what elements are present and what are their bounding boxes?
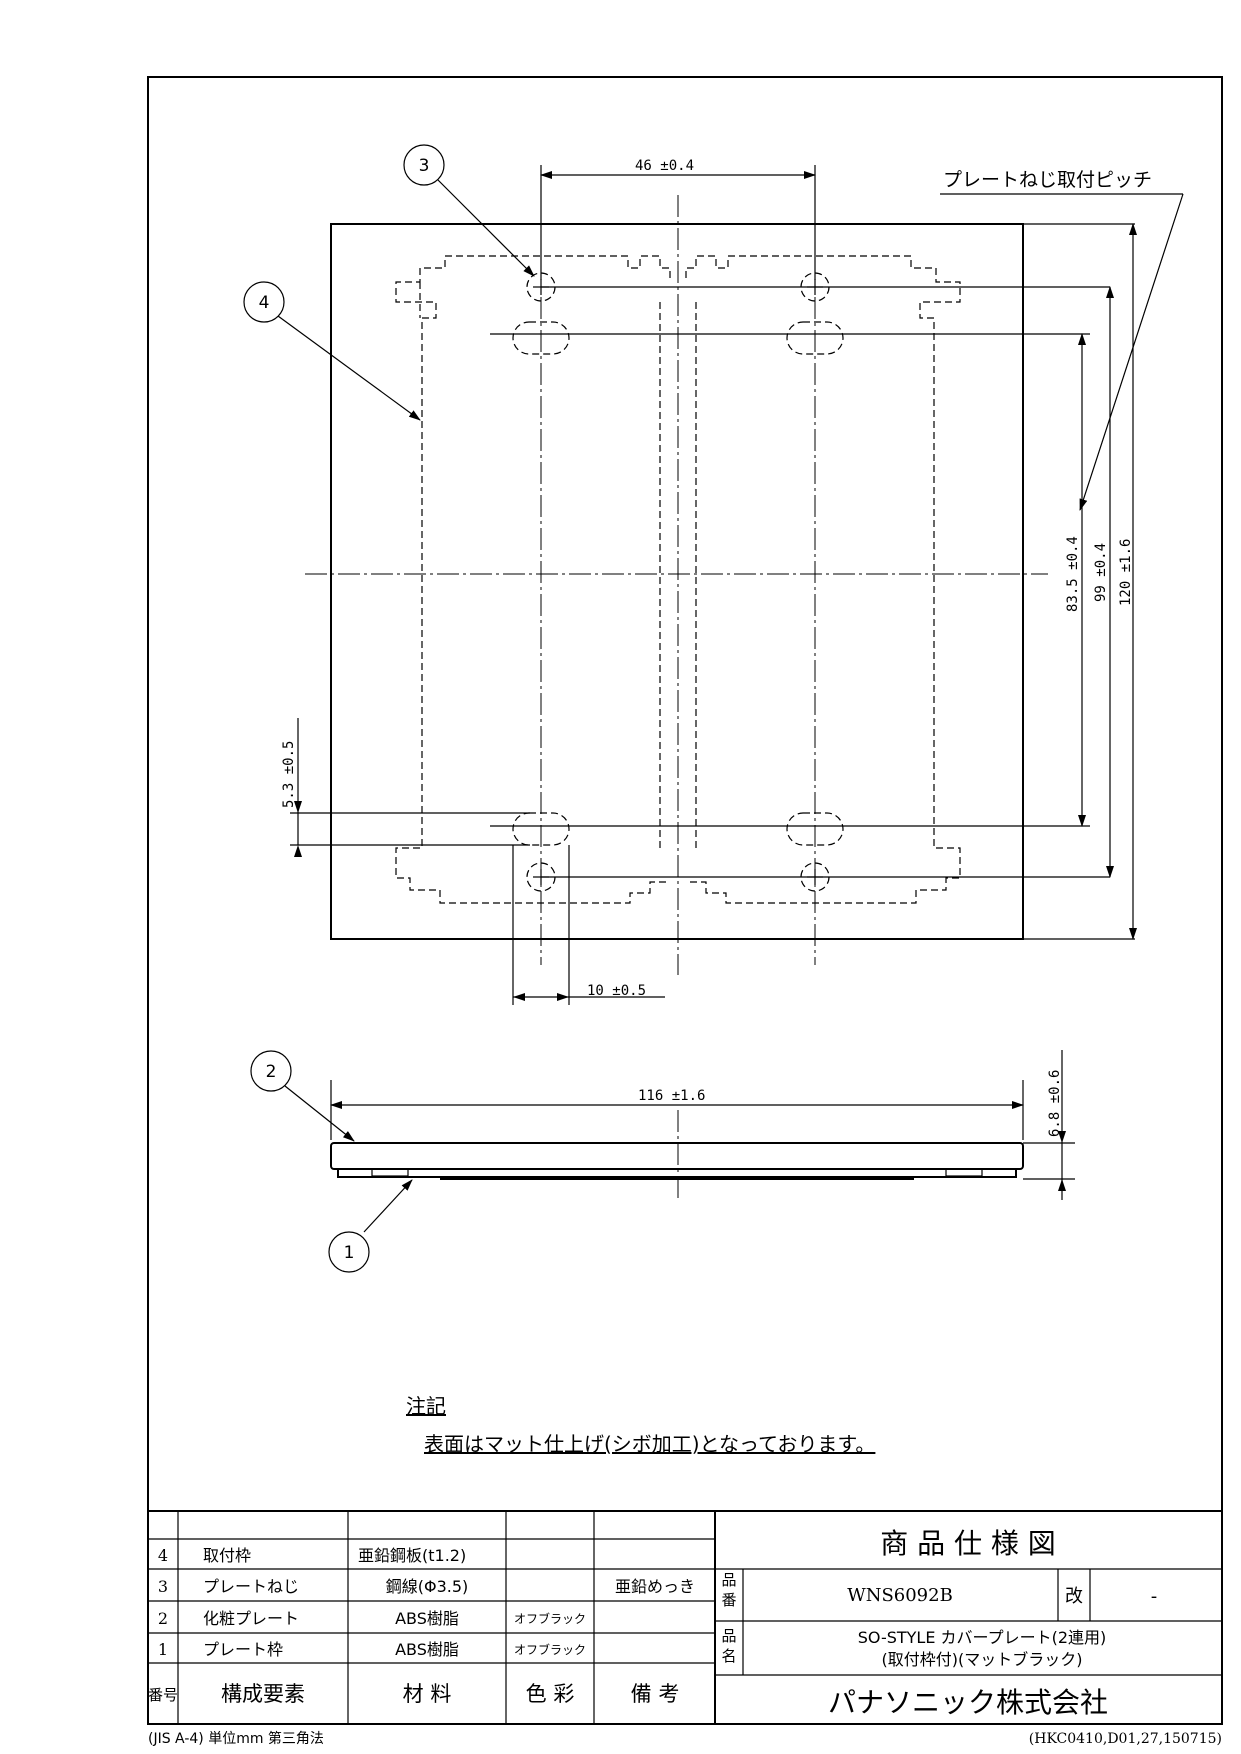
- side-view: [330, 1050, 1075, 1200]
- row-3-no: 3: [158, 1577, 168, 1596]
- part-number-label-1: 品: [721, 1571, 736, 1589]
- title-block: 商 品 仕 様 図 品 番 WNS6092B 改 - 品 名 SO-STYLE …: [721, 1527, 1157, 1719]
- header-component: 構成要素: [221, 1682, 305, 1706]
- balloon-2: [250, 1050, 292, 1092]
- parts-rows: 4 取付枠 亜鉛鋼板(t1.2) 3 プレートねじ 鋼線(Φ3.5) 亜鉛めっき…: [158, 1546, 695, 1659]
- row-3-name: プレートねじ: [203, 1577, 299, 1596]
- parts-table-grid: [148, 1510, 1222, 1724]
- footer-right: (HKC0410,D01,27,150715): [1029, 1731, 1222, 1747]
- mounting-frame-right: [685, 255, 961, 904]
- header-remarks: 備 考: [631, 1682, 680, 1706]
- company-name: パナソニック株式会社: [828, 1686, 1108, 1719]
- balloon-3-number: 3: [419, 156, 430, 176]
- dim-99: 99 ±0.4: [1093, 543, 1109, 602]
- row-2-name: 化粧プレート: [203, 1609, 299, 1628]
- front-view: [290, 165, 1137, 1005]
- balloon-4: [243, 281, 285, 323]
- footer-left: (JIS A-4) 単位mm 第三角法: [148, 1730, 324, 1747]
- balloon-2-number: 2: [266, 1062, 277, 1082]
- row-4-no: 4: [158, 1546, 168, 1565]
- row-2-no: 2: [158, 1609, 168, 1628]
- dim-116: 116 ±1.6: [638, 1088, 705, 1104]
- row-2-color: オフブラック: [514, 1611, 586, 1626]
- parts-header: 番号 構成要素 材 料 色 彩 備 考: [148, 1682, 679, 1706]
- slot-bottom-right: [786, 812, 844, 846]
- row-3-material: 鋼線(Φ3.5): [386, 1577, 469, 1596]
- screw-pitch-callout: プレートねじ取付ピッチ: [943, 169, 1152, 191]
- dim-120: 120 ±1.6: [1118, 539, 1134, 606]
- row-1-material: ABS樹脂: [395, 1640, 459, 1659]
- row-4-material: 亜鉛鋼板(t1.2): [358, 1546, 466, 1565]
- product-name-label-1: 品: [721, 1627, 736, 1645]
- mounting-frame-left: [395, 255, 671, 904]
- header-number: 番号: [148, 1686, 178, 1704]
- dim-6-8: 6.8 ±0.6: [1047, 1070, 1063, 1137]
- dim-46: 46 ±0.4: [635, 158, 694, 174]
- cover-plate-side: [330, 1142, 1024, 1170]
- balloon-3-leader: [437, 179, 535, 277]
- balloon-4-leader: [277, 315, 421, 421]
- slot-bottom-left: [512, 812, 570, 846]
- row-2-material: ABS樹脂: [395, 1609, 459, 1628]
- dim-10: 10 ±0.5: [587, 983, 646, 999]
- revision-label: 改: [1065, 1586, 1083, 1607]
- product-name-line1: SO-STYLE カバープレート(2連用): [858, 1628, 1107, 1647]
- balloon-2-leader: [284, 1085, 355, 1142]
- product-name-label-2: 名: [721, 1647, 736, 1665]
- product-name-line2: (取付枠付)(マットブラック): [882, 1650, 1083, 1669]
- part-number-label-2: 番: [721, 1591, 736, 1609]
- slot-top-right: [786, 321, 844, 355]
- header-material: 材 料: [403, 1682, 452, 1706]
- row-1-name: プレート枠: [203, 1640, 283, 1659]
- slot-top-left: [512, 321, 570, 355]
- dim-83-5: 83.5 ±0.4: [1065, 536, 1081, 612]
- dim-5-3: 5.3 ±0.5: [281, 741, 297, 808]
- spec-title: 商 品 仕 様 図: [880, 1527, 1056, 1560]
- notes-heading: 注記: [406, 1394, 446, 1418]
- balloon-1: [328, 1231, 370, 1273]
- header-color: 色 彩: [526, 1682, 575, 1706]
- revision-value: -: [1151, 1586, 1158, 1607]
- row-4-name: 取付枠: [203, 1546, 251, 1565]
- notes-text: 表面はマット仕上げ(シボ加工)となっております。: [424, 1432, 875, 1456]
- row-3-remark: 亜鉛めっき: [615, 1577, 695, 1596]
- balloon-1-leader: [363, 1179, 413, 1233]
- plate-outline: [330, 223, 1024, 940]
- row-1-no: 1: [158, 1640, 168, 1659]
- balloon-3: [403, 144, 445, 186]
- row-1-color: オフブラック: [514, 1642, 586, 1657]
- plate-frame-side: [337, 1169, 1017, 1178]
- balloon-4-number: 4: [259, 293, 270, 313]
- part-number: WNS6092B: [847, 1585, 953, 1606]
- balloon-1-number: 1: [344, 1243, 355, 1263]
- drawing-border: [147, 76, 1223, 1725]
- pitch-callout-leader: [1079, 193, 1184, 511]
